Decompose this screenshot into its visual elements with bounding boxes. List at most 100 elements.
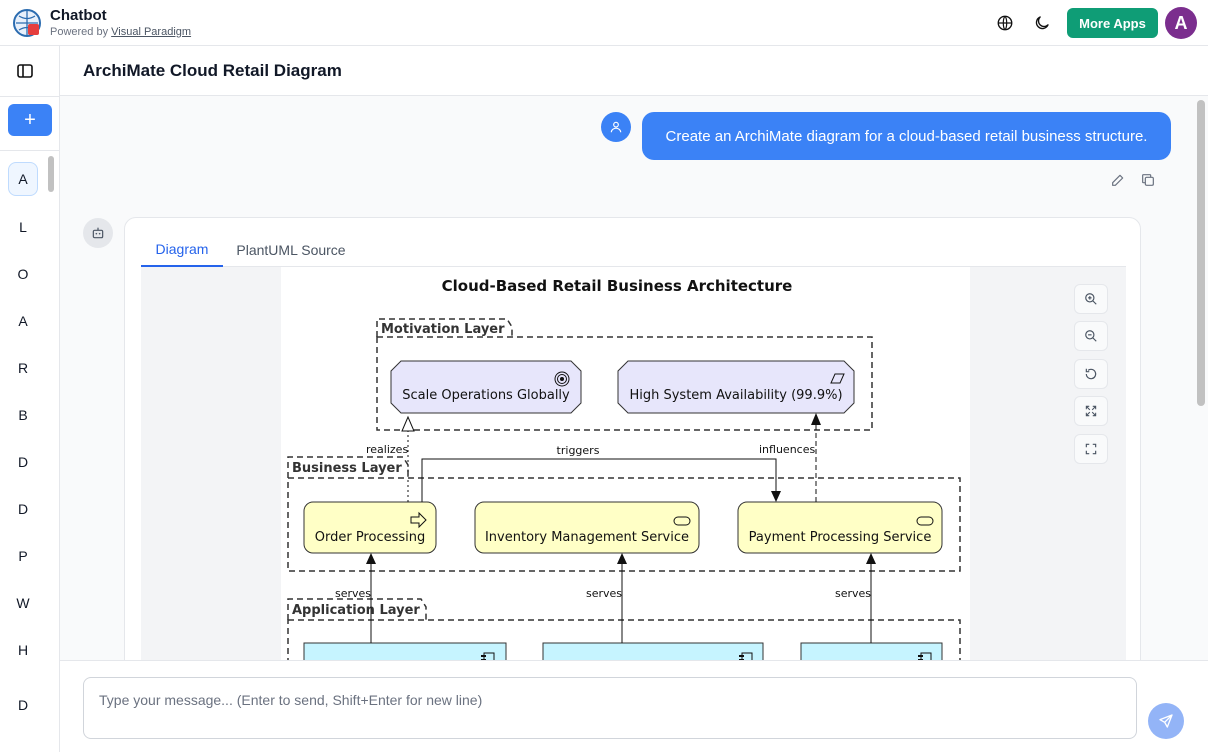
globe-icon [997,15,1013,31]
reset-icon [1085,368,1097,380]
goal-label: Scale Operations Globally [402,388,570,403]
message-input[interactable] [83,677,1137,739]
zoom-out-icon [1085,330,1097,342]
sidebar-item[interactable]: P [18,548,28,564]
serves-relation: serves [586,553,627,643]
application-component-element[interactable] [800,642,943,660]
goal-icon [554,371,570,387]
serves-relation: serves [335,553,376,643]
archimate-diagram: Cloud-Based Retail Business Architecture… [287,277,961,660]
realizes-relation: realizes [366,415,415,502]
user-message-avatar [601,112,631,142]
serves-relation: serves [835,553,876,643]
chat-area: Create an ArchiMate diagram for a cloud-… [60,96,1208,660]
zoom-in-icon [1085,293,1097,305]
more-apps-button[interactable]: More Apps [1067,8,1158,38]
visual-paradigm-link[interactable]: Visual Paradigm [111,26,192,38]
fit-icon [1085,405,1097,417]
sidebar-divider [0,150,60,151]
requirement-element[interactable]: High System Availability (99.9%) [617,360,855,414]
composer [60,660,1208,752]
sidebar-item[interactable]: D [17,697,29,713]
requirement-label: High System Availability (99.9%) [629,388,842,403]
sidebar-divider [0,96,60,97]
top-bar: Chatbot Powered by Visual Paradigm More … [0,0,1208,46]
sidebar-item[interactable]: A [8,162,38,196]
application-layer-label: Application Layer [292,603,420,618]
sidebar-item[interactable]: D [17,501,29,517]
goal-element[interactable]: Scale Operations Globally [390,360,582,414]
process-label: Order Processing [315,530,426,545]
zoom-in-button[interactable] [1074,284,1108,314]
user-message: Create an ArchiMate diagram for a cloud-… [642,112,1171,160]
tab-plantuml-source[interactable]: PlantUML Source [236,241,346,258]
component-icon [481,652,495,660]
zoom-out-button[interactable] [1074,321,1108,351]
influences-relation: influences [759,413,821,502]
business-layer-label: Business Layer [292,461,402,476]
user-icon [610,121,622,133]
component-icon [918,652,932,660]
serves-label: serves [835,587,871,600]
triggers-label: triggers [557,444,600,457]
fit-view-button[interactable] [1074,396,1108,426]
bot-icon [92,227,104,239]
payment-service-label: Payment Processing Service [749,530,932,545]
moon-icon [1035,16,1049,30]
requirement-icon [830,373,845,384]
application-component-element[interactable] [542,642,764,660]
tab-diagram[interactable]: Diagram [141,232,223,267]
service-icon [673,516,691,526]
new-chat-button[interactable]: + [8,104,52,136]
sidebar-scrollbar[interactable] [48,156,54,192]
sidebar-item[interactable]: O [17,266,29,282]
diagram-tabs: Diagram PlantUML Source [141,232,1126,267]
sidebar-item[interactable]: A [18,313,28,329]
theme-toggle-button[interactable] [1031,12,1053,34]
sidebar-item[interactable]: H [17,642,29,658]
sidebar-item[interactable]: D [17,454,29,470]
sidebar-toggle-button[interactable] [14,60,36,82]
sidebar-item[interactable]: R [17,360,29,376]
sidebar-item[interactable]: L [19,219,27,235]
chat-scrollbar[interactable] [1197,100,1205,406]
sidebar-toggle-icon [17,64,33,78]
edit-icon [1112,174,1124,186]
bot-message-avatar [83,218,113,248]
fullscreen-button[interactable] [1074,434,1108,464]
motivation-layer-label: Motivation Layer [381,322,505,337]
sidebar-item[interactable]: W [16,595,30,611]
component-icon [739,652,753,660]
diagram-viewer: Cloud-Based Retail Business Architecture… [141,267,1126,660]
language-button[interactable] [994,12,1016,34]
copy-message-button[interactable] [1140,172,1156,188]
business-service-element[interactable]: Inventory Management Service [474,501,700,554]
business-layer-group: Business Layer [287,456,961,572]
app-title: Chatbot [50,7,107,24]
send-icon [1159,714,1173,728]
edit-message-button[interactable] [1110,172,1126,188]
application-layer-group: Application Layer [287,598,961,660]
user-avatar[interactable]: A [1165,7,1197,39]
fullscreen-icon [1085,443,1097,455]
diagram-title: Cloud-Based Retail Business Architecture [442,277,793,295]
bot-message-card: Diagram PlantUML Source Cloud-Based Reta… [124,217,1141,660]
powered-by: Powered by Visual Paradigm [50,26,191,38]
influences-label: influences [759,443,815,456]
application-component-element[interactable] [303,642,507,660]
business-process-element[interactable]: Order Processing [303,501,437,554]
business-service-element[interactable]: Payment Processing Service [737,501,943,554]
copy-icon [1142,174,1154,186]
app-logo-icon[interactable] [12,8,42,38]
diagram-canvas[interactable]: Cloud-Based Retail Business Architecture… [281,267,970,660]
page-header: ArchiMate Cloud Retail Diagram [60,46,1208,96]
page-title: ArchiMate Cloud Retail Diagram [83,61,342,80]
send-button[interactable] [1148,703,1184,739]
service-icon [916,516,934,526]
process-arrow-icon [410,511,427,529]
serves-label: serves [335,587,371,600]
sidebar: + A L O A R B D D P W H D [0,46,60,752]
reset-view-button[interactable] [1074,359,1108,389]
motivation-layer-group: Motivation Layer [376,318,873,431]
sidebar-item[interactable]: B [18,407,28,423]
